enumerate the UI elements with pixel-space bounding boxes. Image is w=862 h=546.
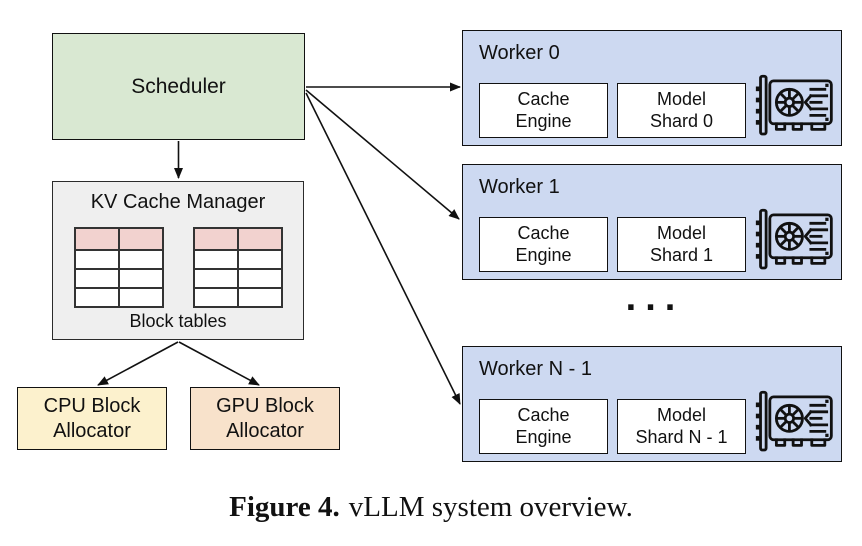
worker-title: Worker 1 bbox=[479, 176, 560, 198]
model-shard-label: Model Shard N - 1 bbox=[635, 404, 728, 447]
block-table-cell bbox=[238, 288, 282, 307]
block-table-cell bbox=[75, 250, 119, 269]
model-shard-box: Model Shard 1 bbox=[617, 217, 746, 272]
gpu-block-allocator-box: GPU Block Allocator bbox=[190, 387, 340, 450]
worker-title: Worker 0 bbox=[479, 42, 560, 64]
scheduler-label: Scheduler bbox=[131, 74, 226, 98]
kv-cache-manager-box: KV Cache Manager Block tables bbox=[52, 181, 304, 340]
block-table-cell bbox=[194, 250, 238, 269]
model-shard-box: Model Shard 0 bbox=[617, 83, 746, 138]
gpu-block-allocator-label: GPU Block Allocator bbox=[216, 394, 314, 442]
arrow-scheduler-to-workerN bbox=[305, 92, 461, 405]
figure-caption: Figure 4.vLLM system overview. bbox=[0, 491, 862, 524]
block-table-cell bbox=[238, 269, 282, 288]
block-table-cell bbox=[194, 288, 238, 307]
gpu-card-icon bbox=[755, 74, 833, 136]
kv-cache-manager-title: KV Cache Manager bbox=[90, 191, 266, 213]
cache-engine-label: Cache Engine bbox=[515, 88, 572, 131]
worker-1-box: Worker 1 Cache Engine Model Shard 1 bbox=[462, 164, 842, 280]
block-table-header-cell bbox=[119, 228, 163, 250]
cpu-block-allocator-label: CPU Block Allocator bbox=[43, 394, 141, 442]
block-tables-label: Block tables bbox=[129, 311, 227, 331]
block-table-cell bbox=[194, 269, 238, 288]
block-table-cell bbox=[119, 250, 163, 269]
scheduler-box: Scheduler bbox=[52, 33, 305, 140]
figure-caption-label: Figure 4. bbox=[229, 491, 340, 523]
model-shard-box: Model Shard N - 1 bbox=[617, 399, 746, 454]
cache-engine-label: Cache Engine bbox=[515, 404, 572, 447]
block-table-header-cell bbox=[75, 228, 119, 250]
cache-engine-box: Cache Engine bbox=[479, 83, 608, 138]
arrow-kv-to-gpu-allocator bbox=[178, 341, 260, 386]
block-table bbox=[193, 227, 283, 308]
cache-engine-box: Cache Engine bbox=[479, 399, 608, 454]
block-table-cell bbox=[119, 288, 163, 307]
block-table-cell bbox=[75, 288, 119, 307]
block-table bbox=[74, 227, 164, 308]
block-table-header-cell bbox=[194, 228, 238, 250]
arrow-scheduler-to-worker1 bbox=[305, 89, 460, 220]
gpu-card-icon bbox=[755, 390, 833, 452]
model-shard-label: Model Shard 0 bbox=[649, 88, 714, 131]
worker-title: Worker N - 1 bbox=[479, 358, 592, 380]
worker-0-box: Worker 0 Cache Engine Model Shard 0 bbox=[462, 30, 842, 146]
gpu-card-icon bbox=[755, 208, 833, 270]
arrow-kv-to-cpu-allocator bbox=[97, 341, 179, 386]
cache-engine-label: Cache Engine bbox=[515, 222, 572, 265]
block-table-cell bbox=[75, 269, 119, 288]
workers-ellipsis: ... bbox=[625, 277, 685, 319]
block-table-cell bbox=[119, 269, 163, 288]
cpu-block-allocator-box: CPU Block Allocator bbox=[17, 387, 167, 450]
model-shard-label: Model Shard 1 bbox=[649, 222, 714, 265]
cache-engine-box: Cache Engine bbox=[479, 217, 608, 272]
figure-caption-text: vLLM system overview. bbox=[348, 491, 633, 523]
block-table-header-cell bbox=[238, 228, 282, 250]
worker-n-1-box: Worker N - 1 Cache Engine Model Shard N … bbox=[462, 346, 842, 462]
block-table-cell bbox=[238, 250, 282, 269]
